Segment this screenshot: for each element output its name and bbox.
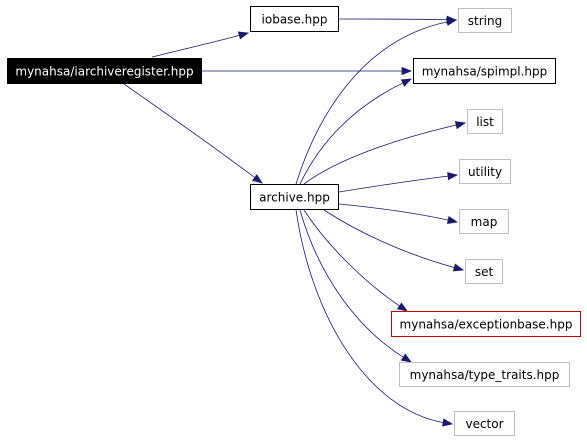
node-box [454, 411, 515, 436]
edge-arrowhead [447, 172, 459, 181]
edge-arrowhead [446, 216, 459, 225]
node-box [399, 362, 570, 387]
node-label: vector [465, 417, 503, 431]
node-set: set [465, 259, 503, 284]
node-label: mynahsa/spimpl.hpp [422, 65, 548, 79]
edge-arrowhead [400, 78, 412, 87]
node-exceptionbase[interactable]: mynahsa/exceptionbase.hpp [391, 311, 581, 337]
node-box [467, 109, 503, 134]
edge-line [295, 21, 448, 185]
node-iarchiveregister[interactable]: mynahsa/iarchiveregister.hpp [7, 58, 202, 84]
edge-archive-to-set [323, 209, 465, 272]
node-label: archive.hpp [259, 191, 330, 205]
node-label: mynahsa/exceptionbase.hpp [400, 318, 573, 332]
node-utility: utility [459, 159, 511, 184]
node-box [459, 159, 511, 184]
edge-archive-to-utility [338, 172, 459, 193]
edge-arrowhead [442, 418, 454, 427]
node-label: list [476, 115, 494, 129]
edge-archive-to-vector [295, 209, 454, 427]
node-string: string [458, 8, 512, 33]
edge-archive-to-map [338, 203, 459, 225]
edge-line [338, 203, 449, 221]
edge-arrowhead [400, 353, 412, 363]
node-label: set [475, 265, 494, 279]
edge-archive-to-spimpl [299, 78, 412, 185]
node-box [459, 209, 509, 234]
node-type-traits: mynahsa/type_traits.hpp [399, 362, 570, 387]
node-box [458, 8, 512, 33]
edges [123, 15, 467, 427]
edge-line [151, 34, 240, 58]
edge-line [299, 209, 404, 358]
edge-arrowhead [454, 121, 467, 130]
node-vector: vector [454, 411, 515, 436]
node-label: mynahsa/type_traits.hpp [410, 368, 560, 382]
edge-line [338, 175, 449, 193]
node-label: string [468, 14, 502, 28]
node-box [7, 58, 202, 84]
edge-iobase-to-string [338, 15, 458, 24]
node-box [465, 259, 503, 284]
node-list: list [467, 109, 503, 134]
node-box [250, 184, 339, 210]
node-box [413, 58, 556, 84]
edge-arrowhead [396, 302, 408, 312]
edge-line [338, 18, 448, 21]
edge-line [299, 82, 404, 185]
node-box [250, 6, 339, 32]
edge-archive-to-exceptionbase [303, 209, 408, 312]
node-archive[interactable]: archive.hpp [250, 184, 339, 210]
node-label: iobase.hpp [262, 13, 328, 27]
edge-line [295, 209, 444, 423]
edge-iarchiveregister-to-iobase [151, 31, 250, 58]
node-iobase[interactable]: iobase.hpp [250, 6, 339, 32]
node-label: mynahsa/iarchiveregister.hpp [15, 65, 193, 79]
edge-archive-to-type_traits [299, 209, 412, 363]
node-spimpl[interactable]: mynahsa/spimpl.hpp [413, 58, 556, 84]
edge-arrowhead [452, 263, 465, 272]
node-box [391, 311, 581, 337]
edge-arrowhead [445, 17, 458, 26]
edge-archive-to-string [295, 17, 458, 185]
edge-iarchiveregister-to-spimpl [202, 66, 413, 76]
node-label: map [471, 215, 498, 229]
edge-arrowhead [401, 66, 413, 76]
node-label: utility [468, 165, 502, 179]
edge-arrowhead [252, 174, 263, 184]
edge-line [323, 209, 455, 268]
edge-arrowhead [237, 31, 250, 40]
node-map: map [459, 209, 509, 234]
edge-iarchiveregister-to-archive [123, 83, 263, 184]
edge-line [303, 209, 400, 307]
edge-line [303, 124, 457, 185]
edge-line [123, 83, 256, 178]
edge-archive-to-list [303, 121, 467, 185]
nodes: mynahsa/iarchiveregister.hpp iobase.hpp st… [7, 6, 581, 436]
